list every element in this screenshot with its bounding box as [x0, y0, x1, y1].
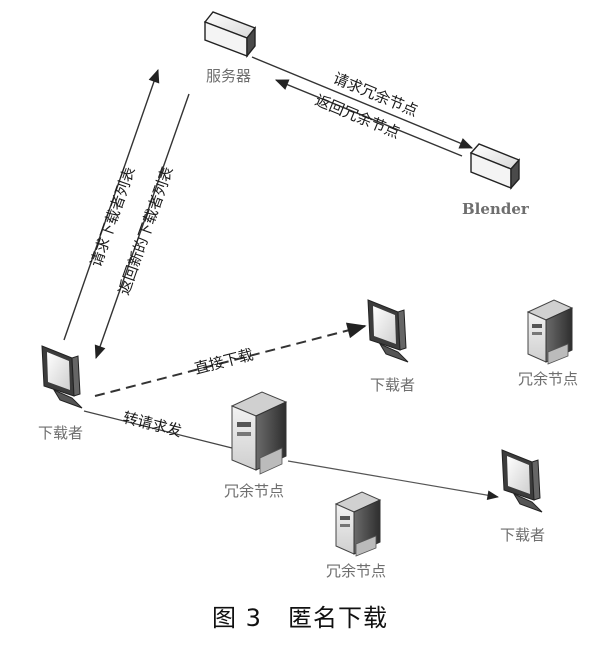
server-node: 服务器 [203, 11, 257, 85]
figure-caption: 图 3 匿名下载 [0, 598, 600, 633]
downloader-mid-label: 下载者 [370, 376, 415, 394]
edge-forward-request [83, 410, 233, 449]
blender-node: Blender [462, 143, 530, 218]
server-label: 服务器 [206, 67, 251, 85]
edge-request-list [63, 68, 160, 341]
edge-redundant-to-downloader [287, 460, 499, 500]
redundant-bottom-node: 冗余节点 [326, 491, 386, 580]
edge-return-redundant [274, 79, 463, 157]
blender-label: Blender [462, 200, 530, 218]
redundant-mid-label: 冗余节点 [224, 482, 284, 500]
label-forward-request: 转请求发 [121, 408, 184, 440]
figure-number: 图 3 [212, 604, 262, 632]
redundant-top-node: 冗余节点 [518, 299, 578, 388]
downloader-right-label: 下载者 [500, 526, 545, 544]
redundant-bottom-label: 冗余节点 [326, 562, 386, 580]
downloader-right-node: 下载者 [500, 449, 545, 544]
server-tower-icon [230, 391, 288, 475]
downloader-mid-node: 下载者 [367, 299, 415, 394]
figure-title: 匿名下载 [287, 604, 388, 632]
label-direct-download: 直接下载 [192, 345, 255, 377]
redundant-top-label: 冗余节点 [518, 370, 578, 388]
server-tower-icon [334, 491, 382, 557]
redundant-mid-node: 冗余节点 [224, 391, 288, 500]
monitor-icon [501, 449, 543, 513]
server-tower-icon [526, 299, 574, 365]
edge-return-new-list [94, 93, 190, 360]
downloader-main-label: 下载者 [38, 424, 83, 442]
server-box-icon [203, 11, 257, 58]
downloader-main-node: 下载者 [38, 345, 83, 442]
monitor-icon [367, 299, 409, 363]
edges [63, 56, 499, 500]
monitor-icon [41, 345, 83, 409]
blender-box-icon [469, 143, 521, 190]
edge-request-redundant [251, 56, 474, 149]
edge-direct-download [94, 322, 367, 397]
